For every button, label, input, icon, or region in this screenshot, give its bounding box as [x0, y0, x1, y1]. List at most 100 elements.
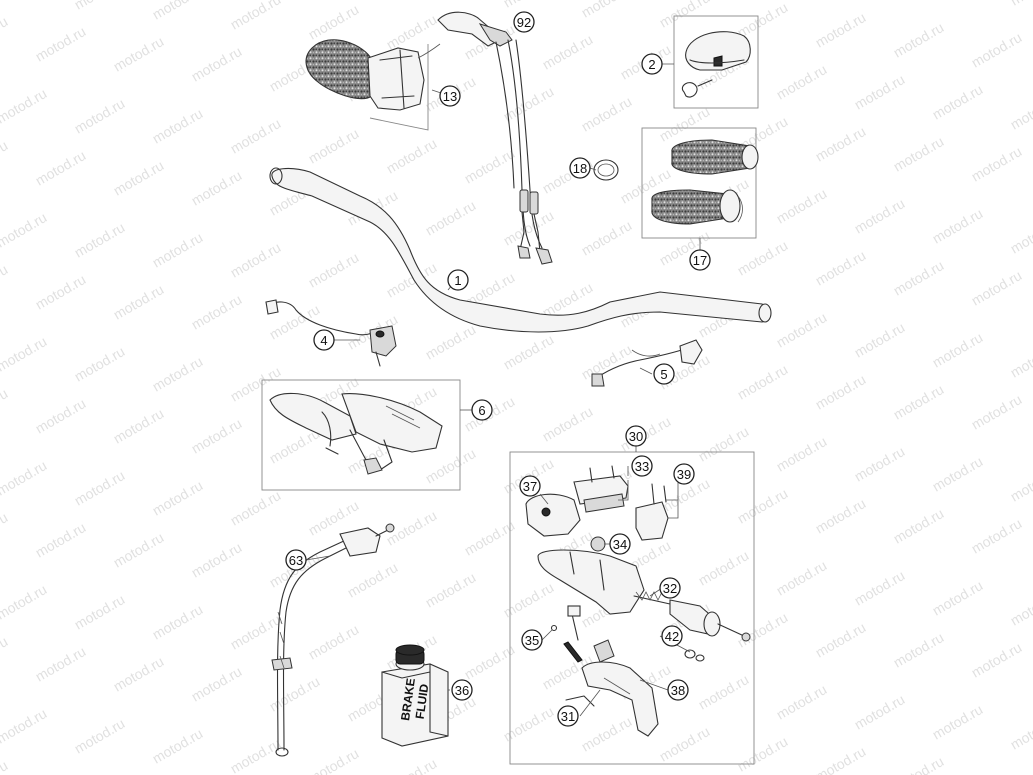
- watermark-text: motod.ru: [969, 515, 1025, 556]
- watermark-text: motod.ru: [735, 0, 791, 41]
- watermark-text: motod.ru: [111, 529, 167, 570]
- watermark-text: motod.ru: [150, 477, 206, 518]
- watermark-text: motod.ru: [891, 19, 947, 60]
- watermark-text: motod.ru: [930, 81, 986, 122]
- watermark-text: motod.ru: [423, 569, 479, 610]
- watermark-text: motod.ru: [891, 629, 947, 670]
- callout-circle-17: [689, 249, 711, 271]
- callout-label-2: 2: [648, 57, 655, 72]
- part-1-handlebar: [269, 167, 772, 333]
- watermark-text: motod.ru: [813, 743, 869, 775]
- watermark-text: motod.ru: [1008, 339, 1033, 380]
- part-30-brake-master-cylinder: [509, 451, 755, 765]
- watermark-text: motod.ru: [579, 217, 635, 258]
- watermark-text: motod.ru: [774, 61, 830, 102]
- watermark-text: motod.ru: [969, 143, 1025, 184]
- part-18-grip-ring: [593, 159, 619, 181]
- callout-42: 42: [661, 625, 683, 647]
- watermark-text: motod.ru: [852, 567, 908, 608]
- callout-circle-92: [513, 11, 535, 33]
- watermark-text: motod.ru: [33, 147, 89, 188]
- callout-18: 18: [569, 157, 591, 179]
- watermark-text: motod.ru: [228, 0, 284, 33]
- watermark-text: motod.ru: [345, 559, 401, 600]
- part-6-handguards: [261, 379, 461, 491]
- watermark-text: motod.ru: [735, 485, 791, 526]
- watermark-text: motod.ru: [0, 0, 49, 3]
- watermark-text: motod.ru: [696, 671, 752, 712]
- watermark-text: motod.ru: [0, 757, 10, 775]
- watermark-text: motod.ru: [306, 621, 362, 662]
- watermark-text: motod.ru: [852, 319, 908, 360]
- watermark-text: motod.ru: [306, 745, 362, 775]
- callout-label-17: 17: [693, 253, 707, 268]
- watermark-text: motod.ru: [150, 229, 206, 270]
- callout-circle-5: [653, 363, 675, 385]
- part-5-switch-right: [591, 339, 703, 387]
- watermark-text: motod.ru: [111, 281, 167, 322]
- callout-circle-38: [667, 679, 689, 701]
- callout-circle-33: [631, 455, 653, 477]
- watermark-text: motod.ru: [150, 725, 206, 766]
- watermark-text: motod.ru: [189, 663, 245, 704]
- callout-label-6: 6: [478, 403, 485, 418]
- callout-1: 1: [447, 269, 469, 291]
- callout-36: 36: [451, 679, 473, 701]
- watermark-text: motod.ru: [657, 103, 713, 144]
- watermark-text: motod.ru: [189, 539, 245, 580]
- callout-5: 5: [653, 363, 675, 385]
- watermark-text: motod.ru: [0, 137, 10, 178]
- watermark-text: motod.ru: [930, 205, 986, 246]
- callout-92: 92: [513, 11, 535, 33]
- watermark-text: motod.ru: [423, 197, 479, 238]
- part-63-cable: [271, 523, 395, 757]
- watermark-text: motod.ru: [111, 653, 167, 694]
- watermark-text: motod.ru: [774, 185, 830, 226]
- callout-label-36: 36: [455, 683, 469, 698]
- watermark-text: motod.ru: [540, 31, 596, 72]
- watermark-text: motod.ru: [969, 391, 1025, 432]
- watermark-text: motod.ru: [891, 257, 947, 298]
- part-13-throttle-grip: [305, 39, 441, 131]
- callout-38: 38: [667, 679, 689, 701]
- callout-label-32: 32: [663, 581, 677, 596]
- watermark-text: motod.ru: [1008, 711, 1033, 752]
- watermark-text: motod.ru: [72, 219, 128, 260]
- callout-label-39: 39: [677, 467, 691, 482]
- callout-label-35: 35: [525, 633, 539, 648]
- watermark-text: motod.ru: [306, 1, 362, 42]
- watermark-text: motod.ru: [228, 239, 284, 280]
- watermark-text: motod.ru: [930, 701, 986, 742]
- part-2-bar-clamp-cover: [673, 15, 759, 109]
- watermark-text: motod.ru: [891, 505, 947, 546]
- watermark-text: motod.ru: [189, 167, 245, 208]
- callout-63: 63: [285, 549, 307, 571]
- watermark-text: motod.ru: [930, 329, 986, 370]
- watermark-text: motod.ru: [930, 577, 986, 618]
- callout-label-33: 33: [635, 459, 649, 474]
- watermark-text: motod.ru: [774, 557, 830, 598]
- watermark-text: motod.ru: [579, 341, 635, 382]
- watermark-text: motod.ru: [891, 133, 947, 174]
- watermark-text: motod.ru: [462, 517, 518, 558]
- watermark-text: motod.ru: [1008, 587, 1033, 628]
- callout-circle-37: [519, 475, 541, 497]
- watermark-text: motod.ru: [72, 95, 128, 136]
- watermark-text: motod.ru: [33, 643, 89, 684]
- watermark-text: motod.ru: [150, 601, 206, 642]
- watermark-text: motod.ru: [306, 125, 362, 166]
- watermark-text: motod.ru: [267, 673, 323, 714]
- callout-4: 4: [313, 329, 335, 351]
- watermark-text: motod.ru: [501, 0, 557, 11]
- watermark-text: motod.ru: [0, 705, 49, 746]
- callout-label-92: 92: [517, 15, 531, 30]
- callout-39: 39: [673, 463, 695, 485]
- watermark-text: motod.ru: [0, 509, 10, 550]
- bottle-label-fluid: FLUID: [413, 683, 432, 720]
- callout-label-63: 63: [289, 553, 303, 568]
- callout-label-38: 38: [671, 683, 685, 698]
- watermark-text: motod.ru: [735, 733, 791, 774]
